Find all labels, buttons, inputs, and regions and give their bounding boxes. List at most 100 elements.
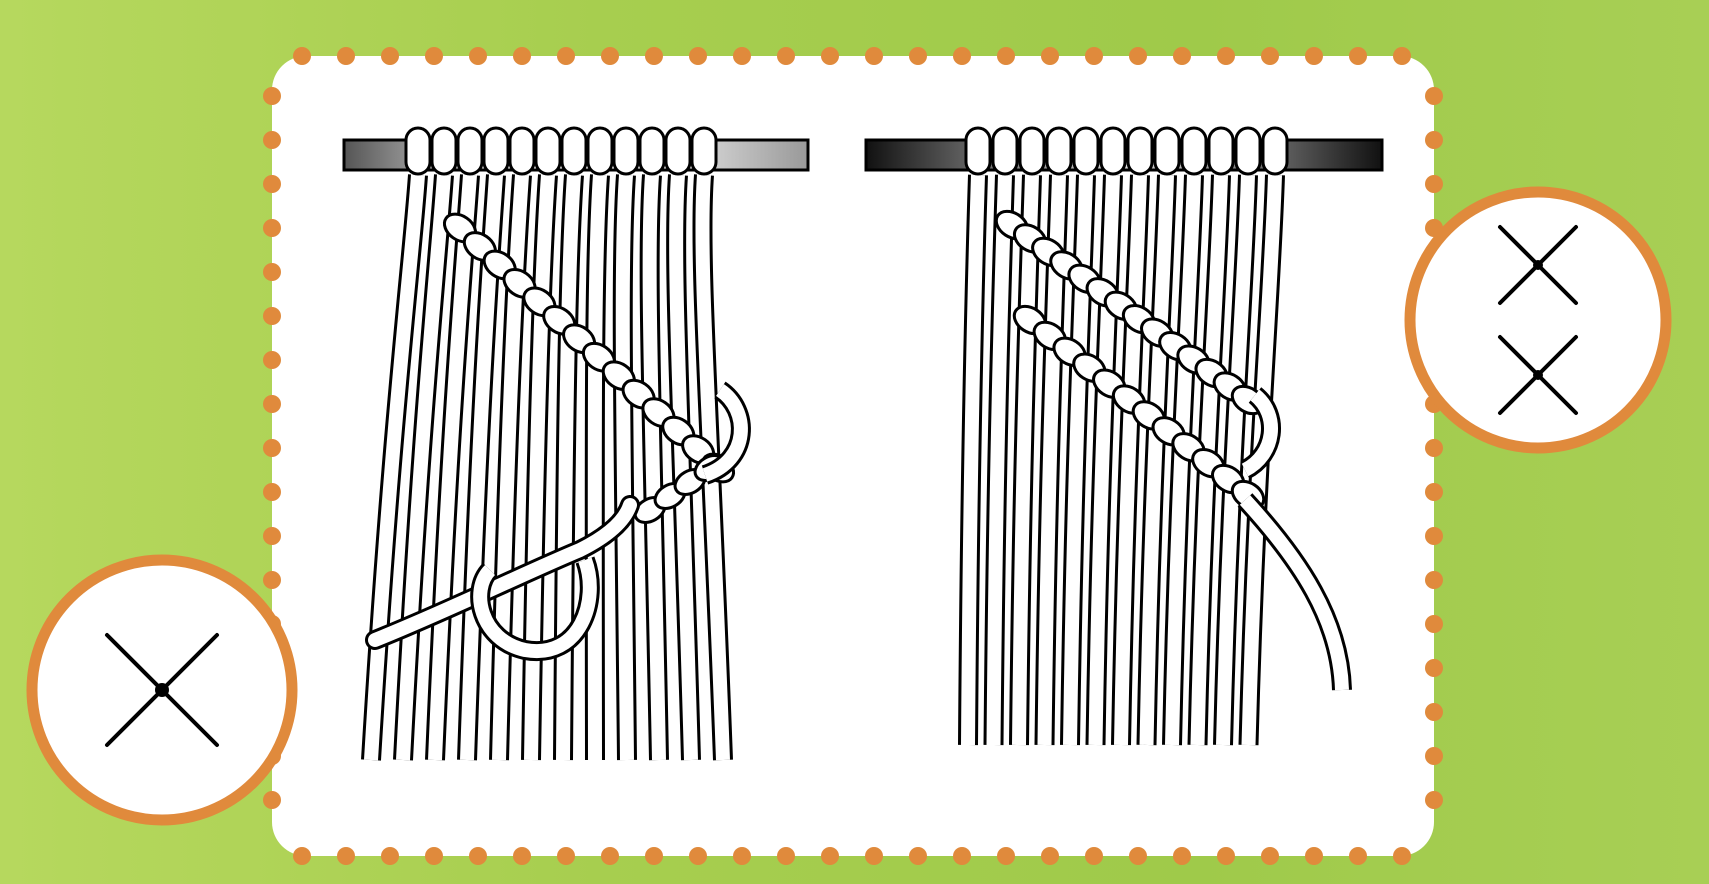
border-dot [557, 847, 575, 865]
mounting-loop [1101, 128, 1125, 174]
border-dot [293, 847, 311, 865]
border-dot [1425, 483, 1443, 501]
cord [595, 175, 600, 760]
border-dot [381, 47, 399, 65]
border-dot [821, 47, 839, 65]
border-dot [1393, 47, 1411, 65]
border-dot [469, 847, 487, 865]
border-dot [263, 791, 281, 809]
mounting-loop [1047, 128, 1071, 174]
border-dot [513, 47, 531, 65]
border-dot [1425, 87, 1443, 105]
border-dot [1425, 615, 1443, 633]
border-dot [1085, 47, 1103, 65]
mounting-loop [458, 128, 482, 174]
border-dot [997, 47, 1015, 65]
border-dot [263, 483, 281, 501]
border-dot [1425, 439, 1443, 457]
border-dot [645, 47, 663, 65]
border-dot [1085, 847, 1103, 865]
border-dot [557, 47, 575, 65]
border-dot [263, 263, 281, 281]
single-cross-badge [32, 560, 292, 820]
border-dot [909, 847, 927, 865]
border-dot [293, 47, 311, 65]
border-dot [469, 47, 487, 65]
mounting-loop [536, 128, 560, 174]
border-dot [865, 847, 883, 865]
border-dot [1425, 703, 1443, 721]
border-dot [1425, 131, 1443, 149]
border-dot [1261, 847, 1279, 865]
mounting-loop [993, 128, 1017, 174]
mounting-loop [562, 128, 586, 174]
border-dot [601, 847, 619, 865]
border-dot [1393, 847, 1411, 865]
mounting-loop [484, 128, 508, 174]
cord [623, 175, 627, 760]
border-dot [1425, 791, 1443, 809]
mounting-loop [614, 128, 638, 174]
mounting-loop [510, 128, 534, 174]
border-dot [689, 847, 707, 865]
mounting-loop [1074, 128, 1098, 174]
border-dot [645, 847, 663, 865]
mounting-loop [966, 128, 990, 174]
border-dot [1173, 847, 1191, 865]
border-dot [777, 47, 795, 65]
border-dot [1129, 47, 1147, 65]
border-dot [1305, 847, 1323, 865]
border-dot [263, 439, 281, 457]
border-dot [425, 47, 443, 65]
border-dot [263, 395, 281, 413]
mounting-loop [1128, 128, 1152, 174]
mounting-loop [1020, 128, 1044, 174]
mounting-loop [432, 128, 456, 174]
border-dot [263, 175, 281, 193]
border-dot [263, 87, 281, 105]
border-dot [425, 847, 443, 865]
border-dot [997, 847, 1015, 865]
mounting-loop [1263, 128, 1287, 174]
border-dot [263, 527, 281, 545]
border-dot [953, 847, 971, 865]
border-dot [1041, 47, 1059, 65]
border-dot [1349, 847, 1367, 865]
border-dot [865, 47, 883, 65]
border-dot [821, 847, 839, 865]
border-dot [263, 219, 281, 237]
border-dot [777, 847, 795, 865]
mounting-loop [1155, 128, 1179, 174]
border-dot [263, 351, 281, 369]
border-dot [381, 847, 399, 865]
border-dot [733, 847, 751, 865]
border-dot [337, 847, 355, 865]
border-dot [513, 847, 531, 865]
border-dot [337, 47, 355, 65]
border-dot [909, 47, 927, 65]
mounting-loop [640, 128, 664, 174]
border-dot [733, 47, 751, 65]
border-dot [1425, 175, 1443, 193]
border-dot [1261, 47, 1279, 65]
border-dot [1129, 847, 1147, 865]
border-dot [263, 131, 281, 149]
border-dot [1425, 747, 1443, 765]
border-dot [1349, 47, 1367, 65]
border-dot [953, 47, 971, 65]
mounting-loop [588, 128, 612, 174]
border-dot [601, 47, 619, 65]
border-dot [1425, 659, 1443, 677]
mounting-loop [1182, 128, 1206, 174]
border-dot [1425, 527, 1443, 545]
mounting-loop [406, 128, 430, 174]
border-dot [1217, 47, 1235, 65]
border-dot [1041, 847, 1059, 865]
border-dot [1217, 847, 1235, 865]
mounting-loop [1236, 128, 1260, 174]
border-dot [1173, 47, 1191, 65]
mounting-loop [692, 128, 716, 174]
border-dot [1425, 571, 1443, 589]
